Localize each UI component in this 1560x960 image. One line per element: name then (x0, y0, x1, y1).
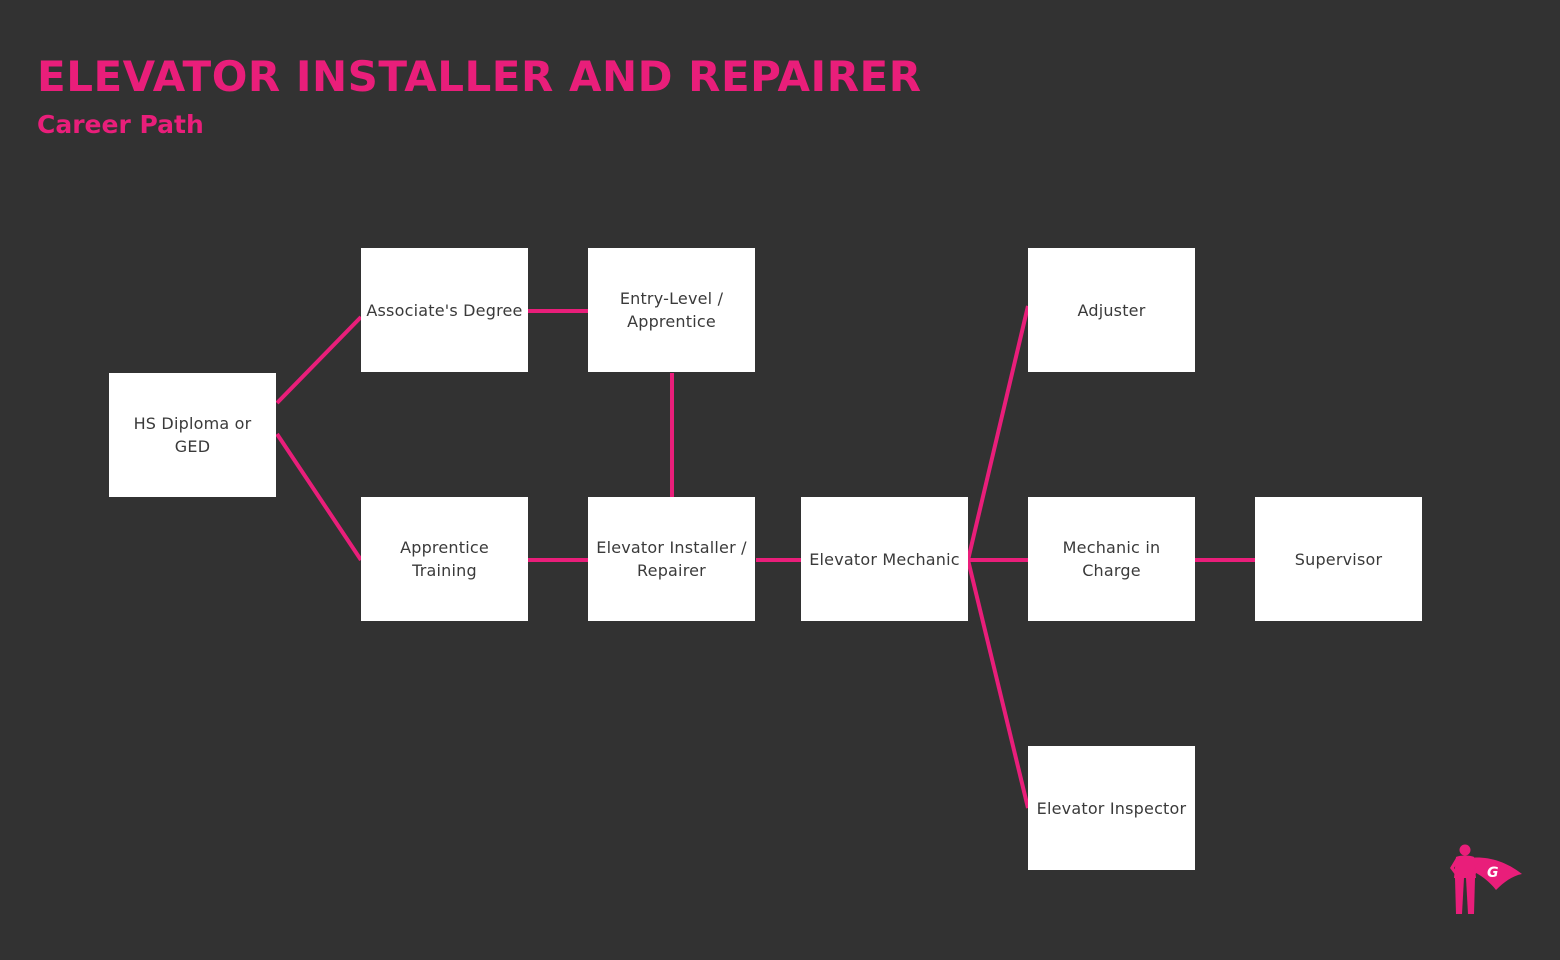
edge-hs-to-associates (275, 315, 363, 405)
node-label: Elevator Inspector (1036, 798, 1187, 818)
node-hs-diploma: HS Diploma or GED (109, 373, 276, 497)
page-title: ELEVATOR INSTALLER AND REPAIRER (37, 52, 922, 101)
edge-mechanic-to-adjuster (966, 305, 1030, 561)
node-label: Elevator Installer / Repairer (596, 538, 747, 580)
node-label: Associate's Degree (366, 300, 523, 320)
node-associates-degree: Associate's Degree (361, 248, 528, 372)
node-apprentice-training: Apprentice Training (361, 497, 528, 621)
node-entry-level-apprentice: Entry-Level / Apprentice (588, 248, 755, 372)
node-label: Supervisor (1294, 549, 1383, 569)
node-supervisor: Supervisor (1255, 497, 1422, 621)
node-adjuster: Adjuster (1028, 248, 1195, 372)
logo-letter: G (1487, 865, 1499, 881)
node-elevator-inspector: Elevator Inspector (1028, 746, 1195, 870)
edge-mechanic-to-inspector (966, 559, 1030, 809)
node-elevator-mechanic: Elevator Mechanic (801, 497, 968, 621)
edge-hs-to-apprentice-training (275, 432, 363, 562)
node-label: Elevator Mechanic (809, 549, 960, 569)
node-label: Adjuster (1077, 300, 1146, 320)
node-mechanic-in-charge: Mechanic in Charge (1028, 497, 1195, 621)
node-label: Apprentice Training (400, 538, 489, 580)
superhero-mascot-icon: G (1446, 842, 1526, 922)
node-label: Mechanic in Charge (1062, 538, 1161, 580)
page-subtitle: Career Path (37, 110, 204, 139)
node-elevator-installer-repairer: Elevator Installer / Repairer (588, 497, 755, 621)
node-label: Entry-Level / Apprentice (619, 289, 724, 331)
node-label: HS Diploma or GED (133, 414, 252, 456)
